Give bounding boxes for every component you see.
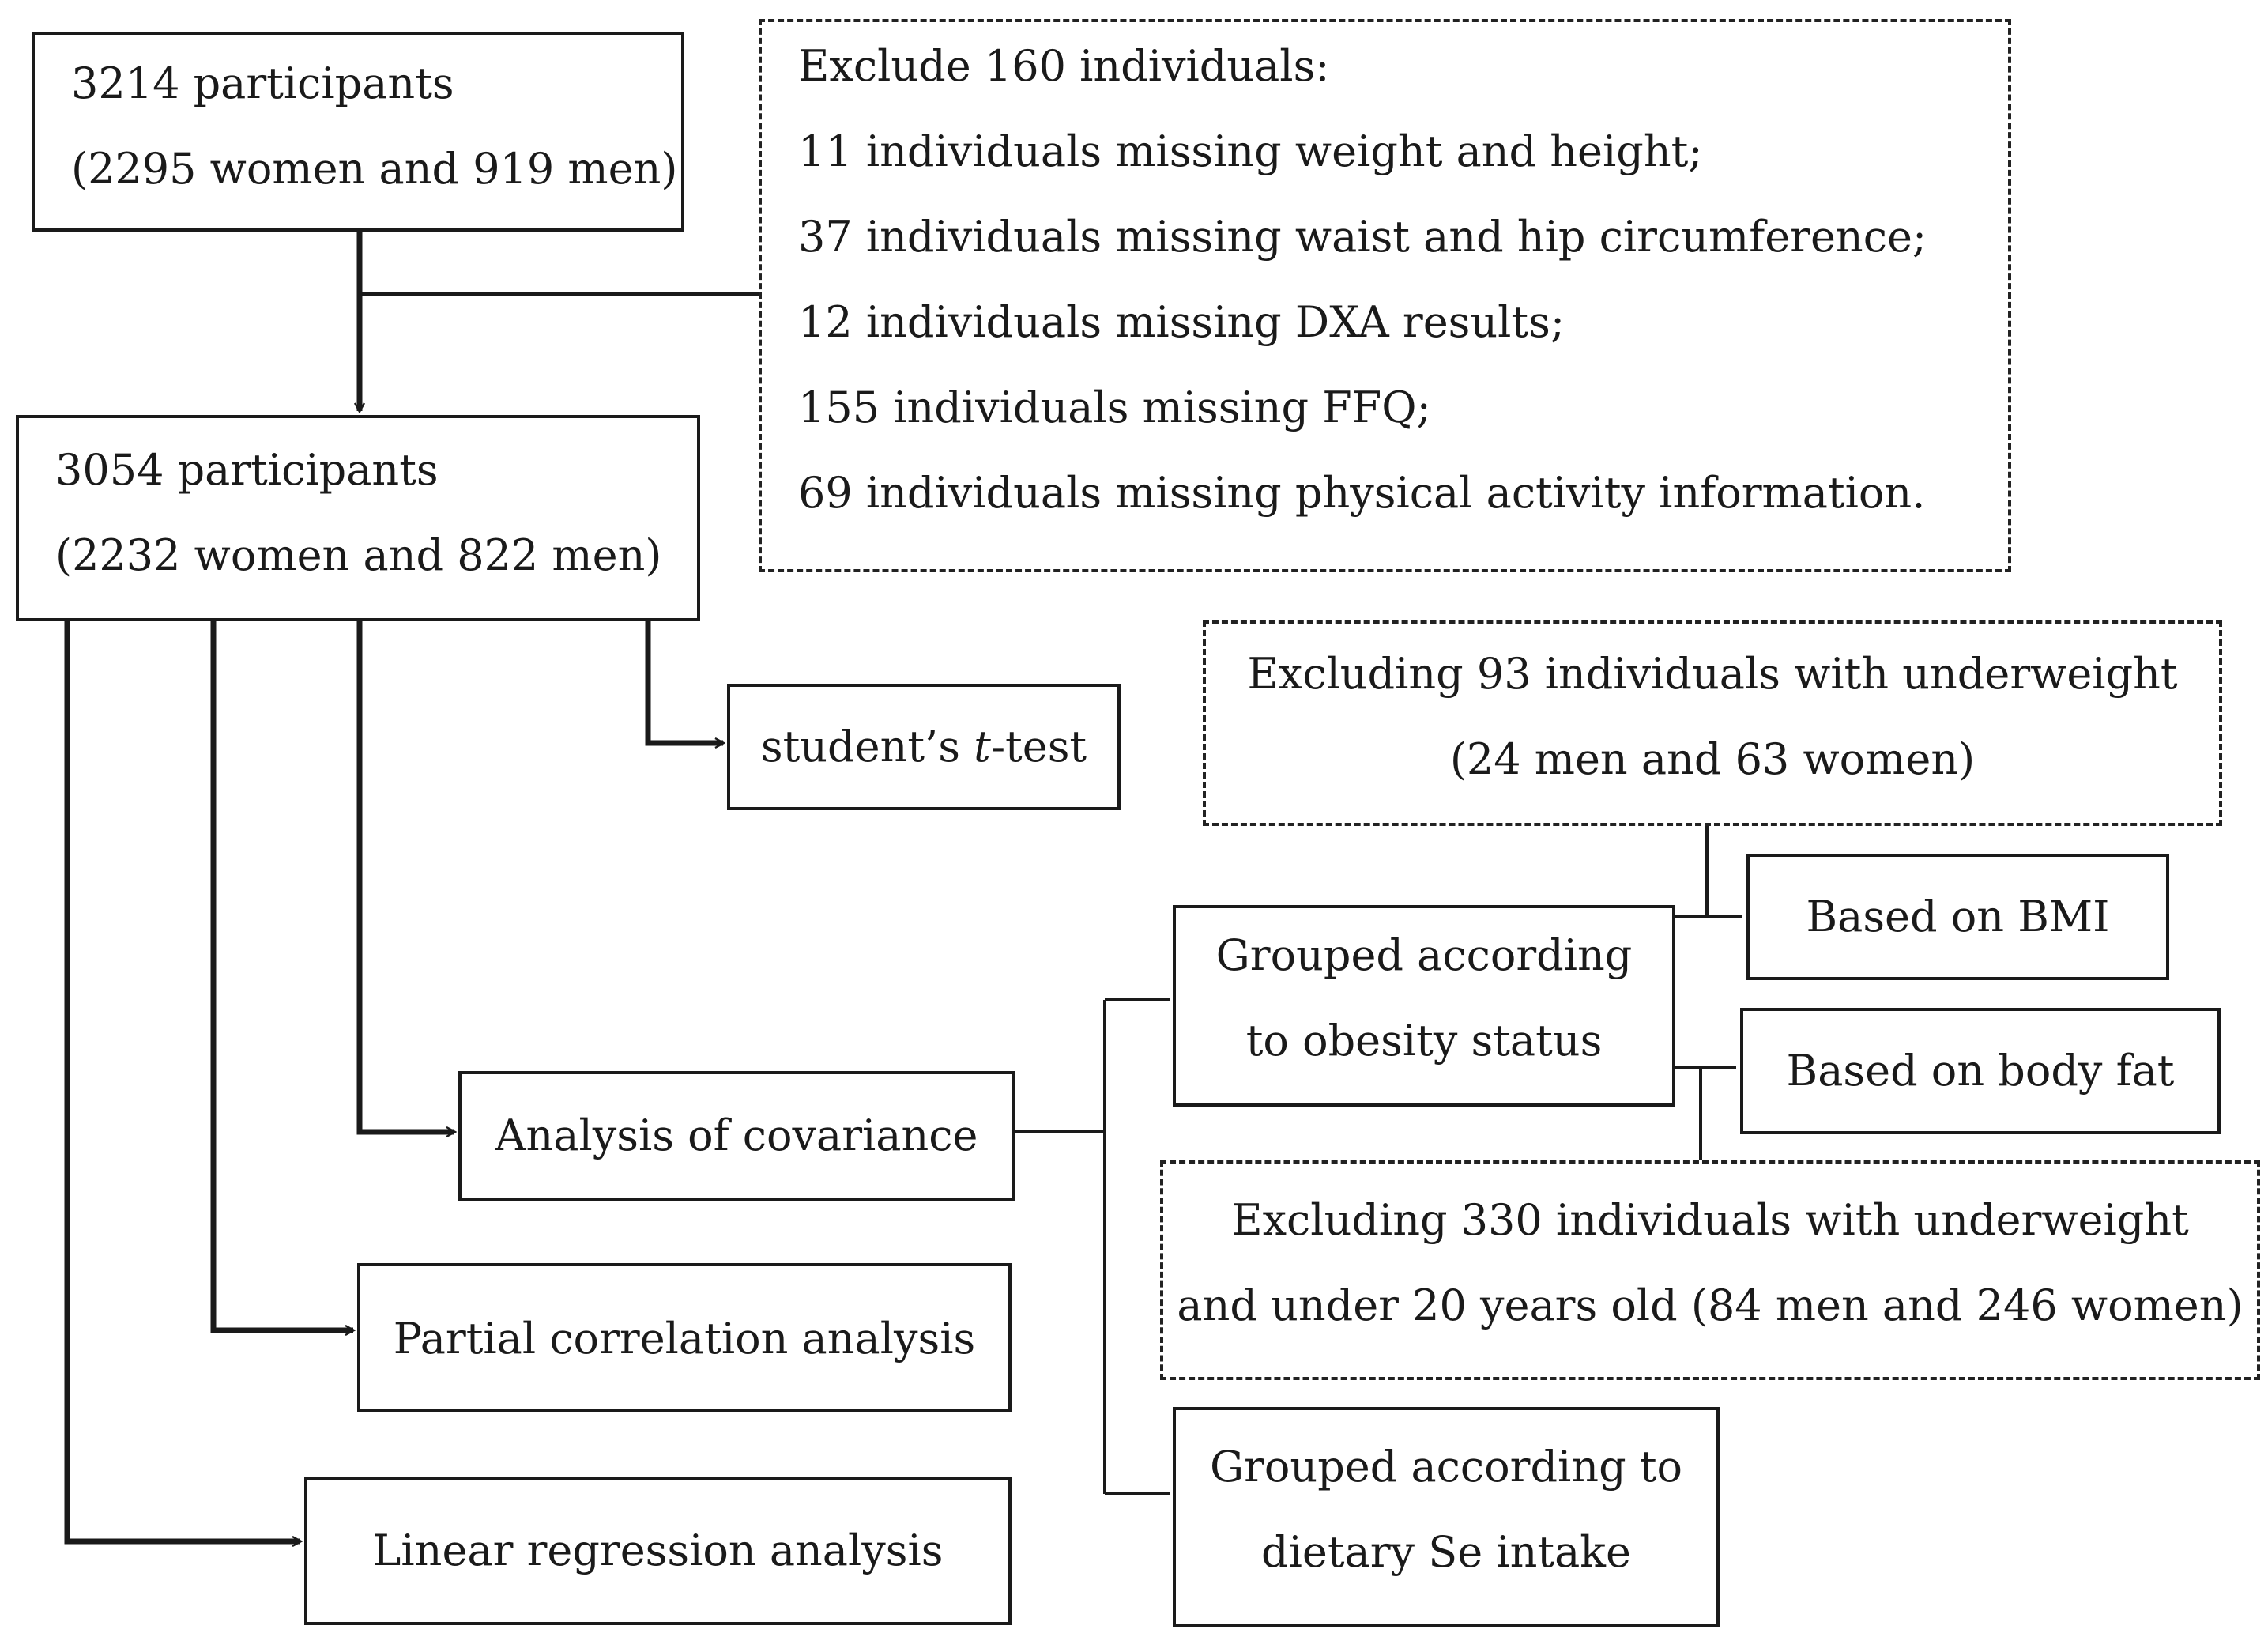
ttest-box: student’s t-test — [727, 684, 1121, 810]
bmi-exclusion-line1: Excluding 93 individuals with underweigh… — [1247, 649, 2178, 699]
partial-correlation-box: Partial correlation analysis — [357, 1263, 1012, 1412]
exclusion-item: 155 individuals missing FFQ; — [798, 383, 1431, 432]
bmi-exclusion-box: Excluding 93 individuals with underweigh… — [1203, 620, 2222, 826]
bodyfat-box: Based on body fat — [1740, 1008, 2221, 1134]
exclusion-item: 11 individuals missing weight and height… — [798, 126, 1703, 176]
bmi-exclusion-line2: (24 men and 63 women) — [1449, 734, 1976, 784]
arrow-to-partial — [210, 621, 353, 1330]
bmi-box: Based on BMI — [1746, 854, 2169, 980]
selenium-line1: Grouped according to — [1209, 1442, 1683, 1492]
cohort-line1: 3054 participants — [55, 445, 439, 495]
selenium-line2: dietary Se intake — [1261, 1527, 1631, 1577]
exclusion-title: Exclude 160 individuals: — [798, 41, 1330, 91]
bmi-label: Based on BMI — [1806, 892, 2110, 941]
bodyfat-exclusion-box: Excluding 330 individuals with underweig… — [1160, 1160, 2260, 1380]
cohort-box: 3054 participants (2232 women and 822 me… — [16, 415, 700, 621]
exclusion-item: 12 individuals missing DXA results; — [798, 297, 1565, 347]
exclusion-item: 37 individuals missing waist and hip cir… — [798, 212, 1927, 262]
arrow-to-ttest — [645, 621, 723, 743]
ttest-suffix: -test — [990, 722, 1087, 771]
ancova-label: Analysis of covariance — [495, 1111, 978, 1160]
obesity-grouping-box: Grouped according to obesity status — [1173, 905, 1675, 1107]
start-line2: (2295 women and 919 men) — [71, 144, 678, 194]
linear-regression-box: Linear regression analysis — [304, 1477, 1012, 1625]
start-line1: 3214 participants — [71, 58, 454, 108]
ttest-prefix: student’s — [760, 722, 974, 771]
linear-regression-label: Linear regression analysis — [372, 1526, 944, 1575]
arrow-to-ancova — [356, 621, 454, 1132]
ancova-box: Analysis of covariance — [458, 1071, 1015, 1201]
bodyfat-label: Based on body fat — [1786, 1046, 2175, 1096]
obesity-line2: to obesity status — [1245, 1016, 1603, 1066]
exclusion-item: 69 individuals missing physical activity… — [798, 468, 1926, 518]
ttest-label: student’s t-test — [730, 704, 1117, 790]
start-box: 3214 participants (2295 women and 919 me… — [32, 32, 684, 232]
selenium-grouping-box: Grouped according to dietary Se intake — [1173, 1407, 1720, 1627]
cohort-line2: (2232 women and 822 men) — [55, 530, 662, 580]
partial-correlation-label: Partial correlation analysis — [393, 1314, 976, 1363]
bodyfat-exclusion-line1: Excluding 330 individuals with underweig… — [1231, 1195, 2189, 1245]
ttest-italic: t — [974, 722, 991, 771]
obesity-line1: Grouped according — [1215, 930, 1633, 980]
arrow-to-linear — [64, 621, 300, 1541]
exclusion-box: Exclude 160 individuals: 11 individuals … — [759, 19, 2011, 572]
bodyfat-exclusion-line2: and under 20 years old (84 men and 246 w… — [1177, 1280, 2244, 1330]
